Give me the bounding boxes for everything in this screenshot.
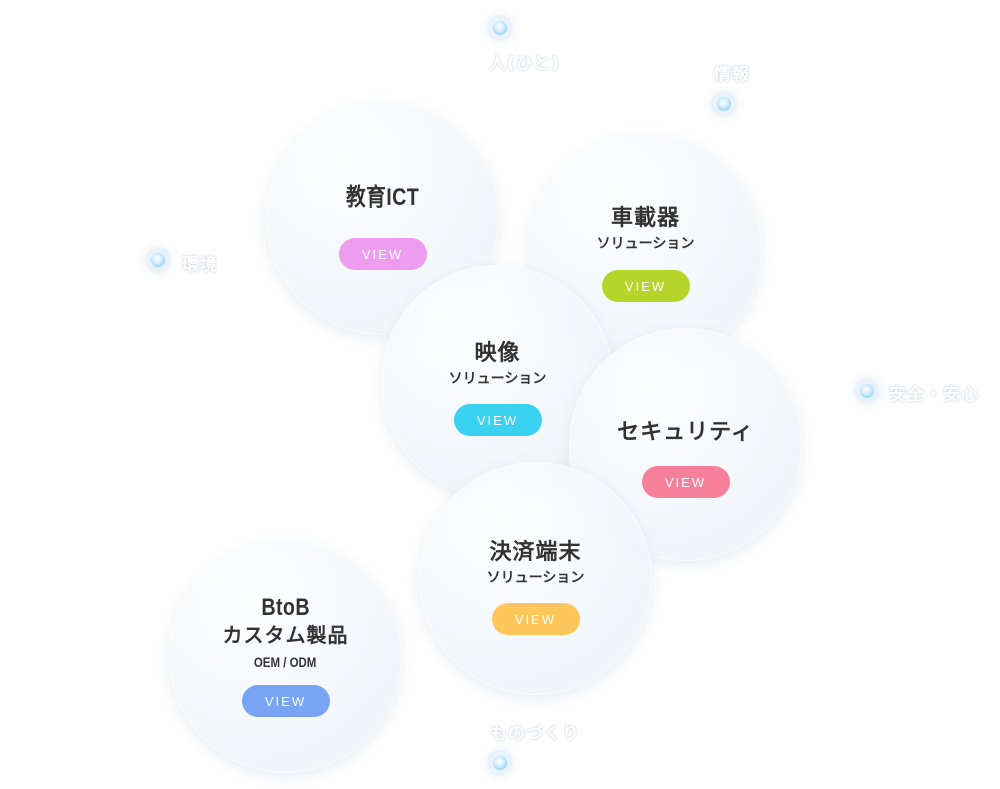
solution-circle-payment-terminal: 決済端末 ソリューション VIEW xyxy=(419,462,652,695)
solution-subtitle: ソリューション xyxy=(448,371,547,387)
bg-label-hito: 人(ひと) xyxy=(489,54,561,74)
solution-circle-education-ict: 教育ICT VIEW xyxy=(266,102,499,335)
bg-label-anzen: 安全・安心 xyxy=(889,385,979,405)
solution-circle-in-vehicle: 車載器 ソリューション VIEW xyxy=(529,133,762,366)
glow-dot-icon xyxy=(493,756,507,770)
solution-subtitle-oem-odm: OEM / ODM xyxy=(254,654,317,670)
view-button-payment-terminal[interactable]: VIEW xyxy=(491,603,580,635)
solution-subtitle: ソリューション xyxy=(486,570,585,586)
view-button-education-ict[interactable]: VIEW xyxy=(338,238,427,270)
view-button-in-vehicle[interactable]: VIEW xyxy=(601,270,690,302)
solution-title: BtoB xyxy=(261,594,310,621)
bg-label-monozukuri: ものづくり xyxy=(490,724,580,744)
view-button-video[interactable]: VIEW xyxy=(453,404,542,436)
glow-dot-icon xyxy=(151,253,165,267)
solution-title: 決済端末 xyxy=(489,540,582,565)
view-button-security[interactable]: VIEW xyxy=(641,466,730,498)
bg-label-kankyo: 環境 xyxy=(182,255,218,275)
solution-circle-security: セキュリティ VIEW xyxy=(569,328,802,561)
glow-dot-icon xyxy=(860,384,874,398)
solution-title: 映像 xyxy=(474,341,521,366)
solution-circle-btob: BtoB カスタム製品 OEM / ODM VIEW xyxy=(169,540,402,773)
solution-title: 教育ICT xyxy=(345,184,420,211)
glow-dot-icon xyxy=(493,21,507,35)
view-button-btob[interactable]: VIEW xyxy=(241,685,330,717)
solution-title: 車載器 xyxy=(610,206,680,231)
solution-subtitle: ソリューション xyxy=(596,236,695,252)
solution-subtitle: カスタム製品 xyxy=(222,623,349,647)
bg-label-joho: 情報 xyxy=(714,65,750,85)
solution-circle-video: 映像 ソリューション VIEW xyxy=(381,265,614,498)
glow-dot-icon xyxy=(717,97,731,111)
solution-title: セキュリティ xyxy=(617,420,754,445)
